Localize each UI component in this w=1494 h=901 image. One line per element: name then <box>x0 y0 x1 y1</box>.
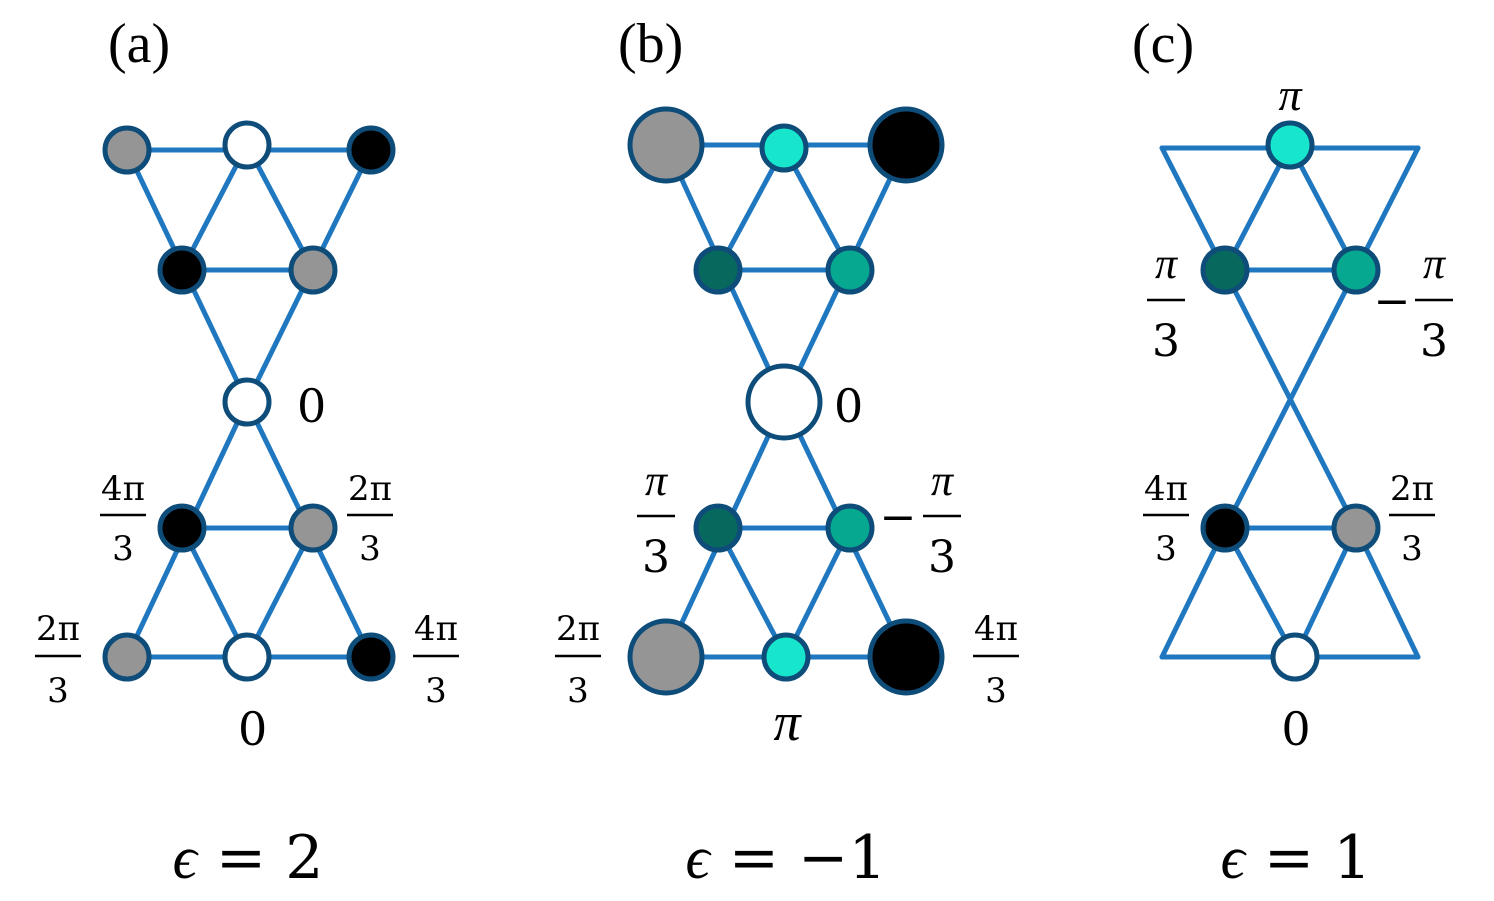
fraction-sign: − <box>1374 276 1411 327</box>
site-node <box>288 245 338 295</box>
panel-a-lattice <box>102 120 396 682</box>
panel-b: (b) 0 π <box>555 13 1019 893</box>
fraction-numerator: 2π <box>556 609 600 649</box>
fraction-denominator: 3 <box>928 532 956 583</box>
caption-symbol: ϵ <box>1221 825 1248 891</box>
phase-fraction: 2π 3 <box>35 609 81 711</box>
panel-b-caption: ϵ = −1 <box>685 823 886 893</box>
phase-fraction: 4π 3 <box>100 469 146 569</box>
site-node <box>627 618 705 696</box>
site-node <box>288 503 338 553</box>
phase-fraction: 2π 3 <box>555 609 601 711</box>
fraction-numerator: 4π <box>414 609 458 649</box>
site-node <box>346 125 396 175</box>
phase-fraction: 2π 3 <box>1389 469 1435 569</box>
caption-value: = 1 <box>1245 823 1372 893</box>
phase-fraction: 4π 3 <box>973 609 1019 711</box>
fraction-denominator: 3 <box>642 532 670 583</box>
site-node <box>1265 120 1315 170</box>
fraction-numerator: π <box>1155 239 1179 288</box>
fraction-denominator: 3 <box>985 671 1007 711</box>
site-node <box>1270 632 1320 682</box>
fraction-denominator: 3 <box>1152 316 1180 367</box>
phase-fraction: 4π 3 <box>413 609 459 711</box>
panel-c: (c) π 0 π <box>1132 13 1453 893</box>
fraction-numerator: 2π <box>348 469 392 509</box>
caption-symbol: ϵ <box>685 825 712 891</box>
fraction-numerator: 4π <box>974 609 1018 649</box>
phase-fraction: 2π 3 <box>347 469 393 569</box>
site-node <box>222 120 272 170</box>
fraction-denominator: 3 <box>567 671 589 711</box>
fraction-numerator: π <box>645 456 669 505</box>
panel-b-phase-labels: 0 π π 3 − π 3 2π 3 4π 3 <box>555 379 1019 752</box>
phase-fraction: − π 3 <box>1374 239 1453 367</box>
site-node <box>102 632 152 682</box>
phase-label: 0 <box>238 702 267 756</box>
fraction-sign: − <box>880 492 917 543</box>
edge <box>1159 145 1359 531</box>
phase-fraction: π 3 <box>1147 239 1185 367</box>
fraction-numerator: π <box>1423 239 1447 288</box>
fraction-numerator: π <box>931 456 955 505</box>
phase-label: 0 <box>834 379 863 433</box>
fraction-denominator: 3 <box>47 671 69 711</box>
site-node <box>745 363 823 441</box>
site-node <box>1200 245 1250 295</box>
panel-a-label: (a) <box>108 13 170 75</box>
panel-c-phase-labels: π 0 π 3 − π 3 4π 3 2π 3 <box>1143 69 1453 756</box>
site-node <box>693 245 743 295</box>
fraction-denominator: 3 <box>425 671 447 711</box>
site-node <box>867 106 945 184</box>
phase-label: π <box>1278 69 1303 120</box>
site-node <box>157 503 207 553</box>
fraction-numerator: 4π <box>1144 469 1188 509</box>
panel-a-phase-labels: 0 0 4π 3 2π 3 2π 3 4π 3 <box>35 379 459 756</box>
panel-a: (a) <box>35 13 459 893</box>
site-node <box>1200 503 1250 553</box>
fraction-denominator: 3 <box>359 529 381 569</box>
site-node <box>157 245 207 295</box>
panel-c-caption: ϵ = 1 <box>1221 823 1372 893</box>
site-node <box>759 123 809 173</box>
panel-b-lattice <box>627 106 945 696</box>
panel-b-label: (b) <box>618 13 683 75</box>
caption-symbol: ϵ <box>173 825 200 891</box>
panel-c-label: (c) <box>1132 13 1194 75</box>
site-node <box>222 632 272 682</box>
fraction-denominator: 3 <box>112 529 134 569</box>
fraction-numerator: 2π <box>1390 469 1434 509</box>
site-node <box>346 632 396 682</box>
site-node <box>825 503 875 553</box>
edge <box>1222 145 1421 531</box>
site-node <box>627 106 705 184</box>
site-node <box>1331 503 1381 553</box>
phase-fraction: π 3 <box>637 456 675 583</box>
site-node <box>693 503 743 553</box>
phase-label: 0 <box>297 379 326 433</box>
fraction-numerator: 2π <box>36 609 80 649</box>
fraction-denominator: 3 <box>1155 529 1177 569</box>
phase-label: π <box>773 692 802 752</box>
phase-fraction: − π 3 <box>880 456 961 583</box>
site-node <box>222 377 272 427</box>
caption-value: = −1 <box>710 823 887 893</box>
site-node <box>1331 245 1381 295</box>
fraction-numerator: 4π <box>101 469 145 509</box>
site-node <box>867 618 945 696</box>
panel-c-lattice <box>1159 120 1421 682</box>
site-node <box>825 245 875 295</box>
panel-a-caption: ϵ = 2 <box>173 823 324 893</box>
phase-fraction: 4π 3 <box>1143 469 1189 569</box>
caption-value: = 2 <box>197 823 324 893</box>
fraction-denominator: 3 <box>1401 529 1423 569</box>
site-node <box>102 125 152 175</box>
phase-label: 0 <box>1281 702 1310 756</box>
site-node <box>761 632 811 682</box>
fraction-denominator: 3 <box>1420 316 1448 367</box>
